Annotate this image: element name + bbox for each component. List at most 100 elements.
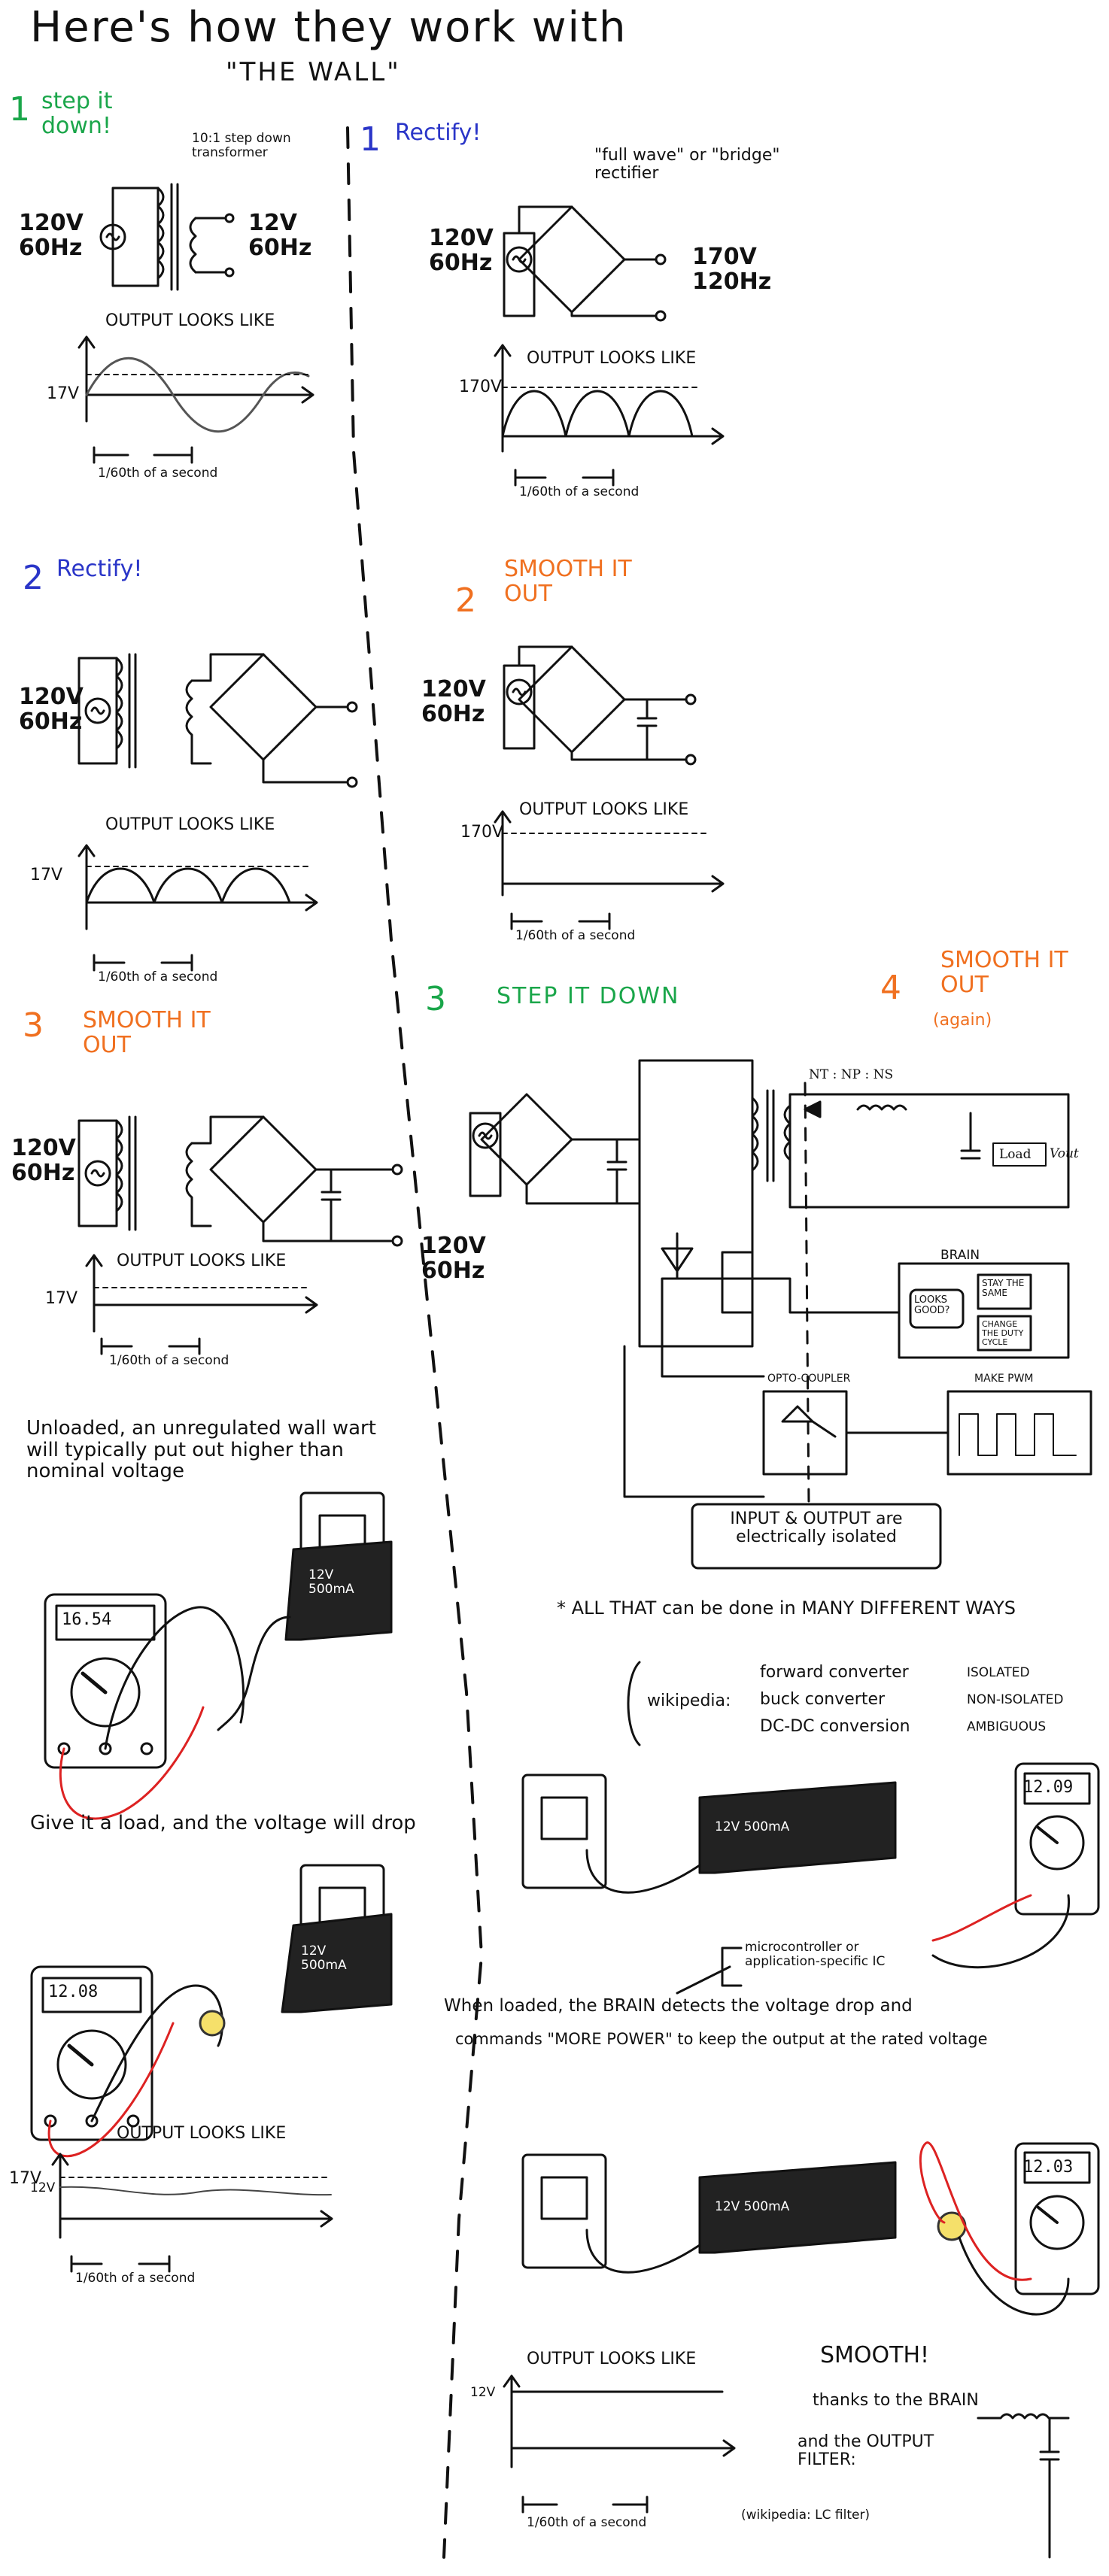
- page-title: Here's how they work with: [30, 3, 627, 52]
- output-filter-note: and the OUTPUT FILTER:: [798, 2432, 934, 2470]
- rectifier-note: "full wave" or "bridge" rectifier: [594, 146, 780, 184]
- wall-outlet-3: [521, 1773, 607, 1889]
- left-input-1: 120V 60Hz: [19, 210, 84, 261]
- multimeter-2: [30, 1965, 153, 2141]
- wiki-item-forward: forward converter: [760, 1663, 909, 1682]
- left-input-2: 120V 60Hz: [19, 684, 84, 735]
- right-step-1-label: Rectify!: [395, 120, 482, 146]
- wart-cord-1: [217, 1616, 291, 1731]
- mcu-bracket: [676, 1946, 743, 1995]
- left-graph-2-y: 17V: [30, 866, 63, 884]
- looks-good: LOOKS GOOD?: [914, 1294, 950, 1317]
- pwm-label: MAKE PWM: [974, 1373, 1034, 1385]
- right-graph-1-y: 170V: [459, 378, 503, 396]
- right-graph-1-title: OUTPUT LOOKS LIKE: [527, 349, 697, 368]
- probe-wire-black-3: [931, 1894, 1070, 1969]
- meter-4-reading: 12.03: [1023, 2158, 1074, 2177]
- left-step-1-label: step it down!: [41, 88, 113, 139]
- wart-3-label: 12V 500mA: [715, 1819, 790, 1834]
- left-output-1: 12V 60Hz: [248, 210, 312, 261]
- right-graph-2-title: OUTPUT LOOKS LIKE: [519, 800, 689, 819]
- isolation-box: [691, 1503, 942, 1570]
- right-input-3: 120V 60Hz: [421, 1233, 486, 1284]
- wart-4-label: 12V 500mA: [715, 2199, 790, 2214]
- isolation-note: INPUT & OUTPUT are electrically isolated: [730, 1509, 903, 1547]
- wart-body-3: [698, 1781, 897, 1874]
- left-graph-4-y2: 12V: [30, 2180, 56, 2195]
- right-smooth-circuit: [503, 645, 697, 766]
- wiki-item-dcdc: DC-DC conversion: [760, 1717, 910, 1736]
- wall-outlet-4: [521, 2153, 607, 2269]
- right-step-2-label: SMOOTH IT OUT: [504, 556, 632, 607]
- left-graph-4-title: OUTPUT LOOKS LIKE: [117, 2124, 287, 2143]
- probe-wire-red-3: [931, 1894, 1032, 1942]
- right-step-4-again: (again): [933, 1011, 992, 1030]
- load-label: Load: [999, 1147, 1032, 1162]
- wart-body-2: [281, 1913, 393, 2013]
- unloaded-note: Unloaded, an unregulated wall wart will …: [26, 1417, 376, 1483]
- right-step-4-number: 4: [880, 969, 901, 1007]
- change-duty: CHANGE THE DUTY CYCLE: [982, 1319, 1024, 1348]
- left-smooth-circuit: [77, 1115, 403, 1247]
- turns-ratio: NT : NP : NS: [809, 1067, 894, 1082]
- wart-cord-3: [585, 1849, 701, 1894]
- converter-circuit: [469, 1059, 1070, 1348]
- left-graph-4: [51, 2153, 333, 2273]
- left-graph-2-title: OUTPUT LOOKS LIKE: [105, 815, 275, 834]
- lc-filter-note: (wikipedia: LC filter): [741, 2508, 870, 2523]
- right-input-2: 120V 60Hz: [421, 676, 486, 727]
- right-step-1-number: 1: [360, 120, 381, 159]
- opto-label: OPTO-COUPLER: [767, 1373, 851, 1385]
- left-graph-2-x: 1/60th of a second: [98, 969, 218, 985]
- left-transformer-circuit: [99, 183, 235, 291]
- left-step-3-number: 3: [23, 1006, 44, 1045]
- wiki-brace: [627, 1661, 641, 1746]
- left-step-2-label: Rectify!: [56, 556, 143, 582]
- wart-2-label: 12V 500mA: [301, 1943, 347, 1973]
- divider-line: [346, 126, 483, 2559]
- wart-1-label: 12V 500mA: [308, 1567, 354, 1597]
- loaded-note-1: When loaded, the BRAIN detects the volta…: [444, 1996, 913, 2016]
- many-ways-note: * ALL THAT can be done in MANY DIFFERENT…: [557, 1597, 1016, 1619]
- pwm-wire: [623, 1345, 949, 1498]
- left-graph-3: [85, 1254, 318, 1355]
- left-step-3-label: SMOOTH IT OUT: [83, 1007, 211, 1058]
- brain-label: BRAIN: [940, 1248, 980, 1263]
- right-graph-1: [494, 344, 725, 487]
- load-note: Give it a load, and the voltage will dro…: [30, 1812, 416, 1834]
- final-graph-x: 1/60th of a second: [527, 2515, 647, 2530]
- opto-coupler: [762, 1390, 848, 1476]
- wiki-tag-isolated: ISOLATED: [967, 1665, 1030, 1680]
- left-input-3: 120V 60Hz: [11, 1135, 76, 1186]
- right-graph-2: [494, 810, 725, 930]
- wiki-tag-nonisolated: NON-ISOLATED: [967, 1692, 1064, 1707]
- lc-filter-sketch: [977, 2413, 1070, 2559]
- probe-wire-black-4: [958, 2236, 1070, 2316]
- pwm-box: [946, 1390, 1092, 1476]
- meter-1-reading: 16.54: [62, 1610, 112, 1629]
- wart-body-4: [698, 2161, 897, 2254]
- wiki-label: wikipedia:: [647, 1692, 731, 1710]
- final-graph: [503, 2374, 736, 2514]
- multimeter-3: [1014, 1762, 1100, 1916]
- loaded-note-2: commands "MORE POWER" to keep the output…: [455, 2030, 988, 2048]
- left-graph-4-x: 1/60th of a second: [75, 2271, 196, 2286]
- light-bulb-2: [199, 2010, 226, 2037]
- thanks-note: thanks to the BRAIN: [813, 2391, 979, 2410]
- multimeter-1: [44, 1593, 167, 1769]
- brain-box: [898, 1262, 1070, 1359]
- wart-cord-4: [585, 2229, 701, 2274]
- vout-label: Vout: [1050, 1146, 1079, 1161]
- probe-wire-black-1: [104, 1606, 245, 1750]
- meter-3-reading: 12.09: [1023, 1778, 1074, 1797]
- isolation-divider: [804, 1082, 810, 1506]
- left-graph-3-title: OUTPUT LOOKS LIKE: [117, 1252, 287, 1270]
- right-graph-2-y: 170V: [460, 823, 504, 842]
- final-graph-title: OUTPUT LOOKS LIKE: [527, 2350, 697, 2368]
- stay-same: STAY THE SAME: [982, 1278, 1025, 1299]
- wiki-item-buck: buck converter: [760, 1690, 886, 1709]
- left-graph-3-x: 1/60th of a second: [109, 1353, 229, 1368]
- probe-wire-red-4: [919, 2141, 1032, 2281]
- feedback-wire: [661, 1277, 901, 1378]
